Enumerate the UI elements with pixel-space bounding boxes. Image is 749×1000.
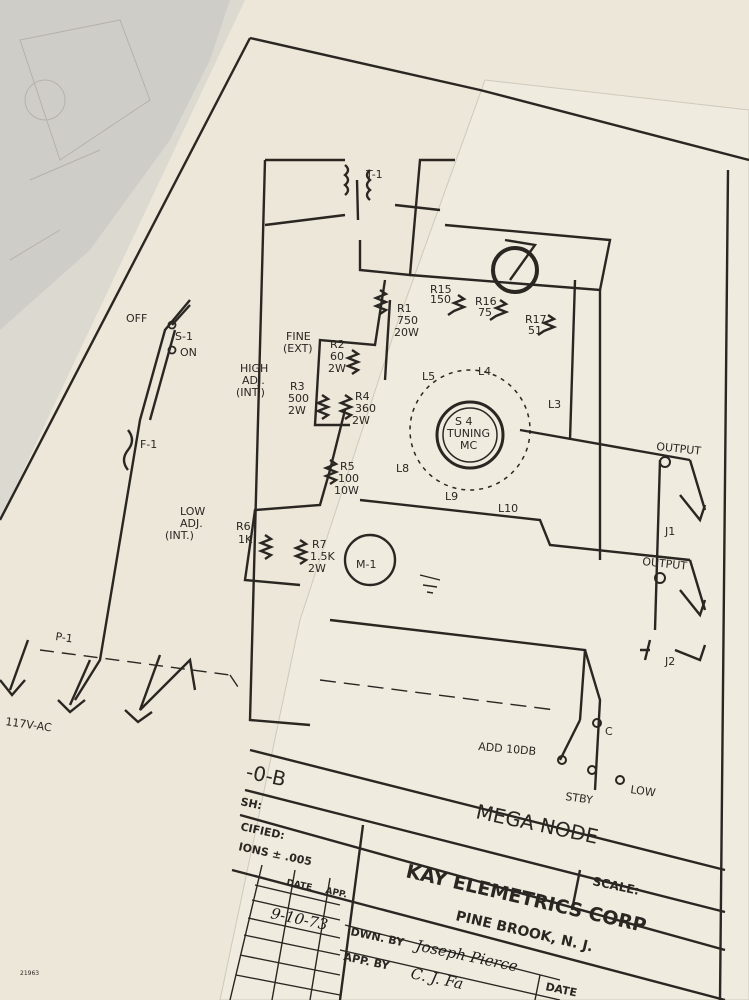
label-r16: R16	[475, 295, 497, 308]
label-r6-note: LOW	[180, 505, 205, 518]
label-r16-value: 75	[478, 306, 492, 319]
fuse-f1	[122, 429, 134, 471]
label-r2-note2: (EXT)	[283, 342, 313, 355]
label-r1-value: 750	[397, 314, 418, 327]
label-r15: R15	[430, 283, 452, 296]
tube-dial	[491, 238, 539, 294]
sheet-border-left	[0, 37, 252, 521]
label-l10: L10	[498, 502, 518, 515]
label-l9: L9	[445, 490, 458, 503]
label-add-10db: ADD 10DB	[478, 740, 537, 758]
label-r17-value: 51	[528, 324, 542, 337]
switch-s1	[167, 304, 191, 355]
label-r2-note: FINE	[286, 330, 311, 343]
terminal-c	[592, 718, 602, 728]
label-r4-power: 2W	[352, 414, 370, 427]
component-labels: T-1 OFF S-1 ON F-1 P-1 117V-AC R1 750 20…	[5, 168, 702, 807]
label-r3-note3: (INT.)	[236, 386, 265, 399]
label-r6-note3: (INT.)	[165, 529, 194, 542]
transformer-t1	[343, 164, 372, 221]
label-r1: R1	[397, 302, 412, 315]
label-s1: S-1	[175, 330, 193, 343]
overlay-sheet	[219, 79, 749, 1000]
label-p1: P-1	[55, 630, 74, 645]
label-mains: 117V-AC	[5, 715, 53, 734]
terminal-stby	[587, 765, 597, 775]
label-r7: R7	[312, 538, 327, 551]
date-label: DATE	[544, 980, 578, 999]
label-r3-note2: ADJ.	[242, 374, 265, 387]
corner-code: 21963	[20, 970, 39, 977]
faint-background-drawing	[9, 19, 151, 261]
label-r5: R5	[340, 460, 355, 473]
label-low: LOW	[630, 783, 657, 799]
label-r7-power: 2W	[308, 562, 326, 575]
label-j2: J2	[664, 655, 675, 668]
label-r2-value: 60	[330, 350, 344, 363]
label-c: C	[605, 725, 613, 738]
label-off: OFF	[126, 312, 147, 325]
jack-j1	[659, 456, 671, 468]
label-r5-value: 100	[338, 472, 359, 485]
label-r4-value: 360	[355, 402, 376, 415]
label-l4: L4	[478, 365, 491, 378]
jack-j2	[654, 572, 666, 584]
label-r5-power: 10W	[334, 484, 359, 497]
label-f1: F-1	[140, 438, 157, 451]
label-r7-value: 1.5K	[310, 550, 335, 563]
background-book-page	[0, 0, 230, 330]
label-r17: R17	[525, 313, 547, 326]
meter-m1	[343, 533, 397, 587]
sheet-border-top	[249, 36, 749, 162]
label-r3-value: 500	[288, 392, 309, 405]
label-r3-note: HIGH	[240, 362, 268, 375]
label-output-2: OUTPUT	[642, 555, 688, 573]
label-r15-value: 150	[430, 293, 451, 306]
label-r2-power: 2W	[328, 362, 346, 375]
label-r2: R2	[330, 338, 345, 351]
label-l3: L3	[548, 398, 561, 411]
label-l8: L8	[396, 462, 409, 475]
sheet-border-right	[718, 169, 730, 1000]
label-j1: J1	[664, 525, 675, 538]
label-stby: STBY	[565, 790, 594, 807]
label-t1: T-1	[365, 168, 383, 181]
app-column: APP.	[324, 886, 348, 900]
label-s4-tuning: TUNING	[446, 427, 490, 440]
tuning-switch-s4	[409, 369, 531, 491]
label-r3: R3	[290, 380, 305, 393]
resistors	[257, 289, 558, 565]
wiring	[0, 158, 707, 791]
label-s4: S 4	[455, 415, 472, 428]
label-r6: R6	[236, 520, 251, 533]
label-r3-power: 2W	[288, 404, 306, 417]
terminal-add	[557, 755, 567, 765]
label-l5: L5	[422, 370, 435, 383]
label-s4-mc: MC	[460, 439, 477, 452]
label-r1-power: 20W	[394, 326, 419, 339]
label-r6-value: 1K	[238, 533, 253, 546]
label-m1: M-1	[356, 558, 376, 571]
label-output-1: OUTPUT	[656, 440, 702, 458]
label-on: ON	[180, 346, 197, 359]
terminal-low	[615, 775, 625, 785]
label-r4: R4	[355, 390, 370, 403]
finish-label: SH:	[239, 795, 263, 812]
label-r6-note2: ADJ.	[180, 517, 203, 530]
